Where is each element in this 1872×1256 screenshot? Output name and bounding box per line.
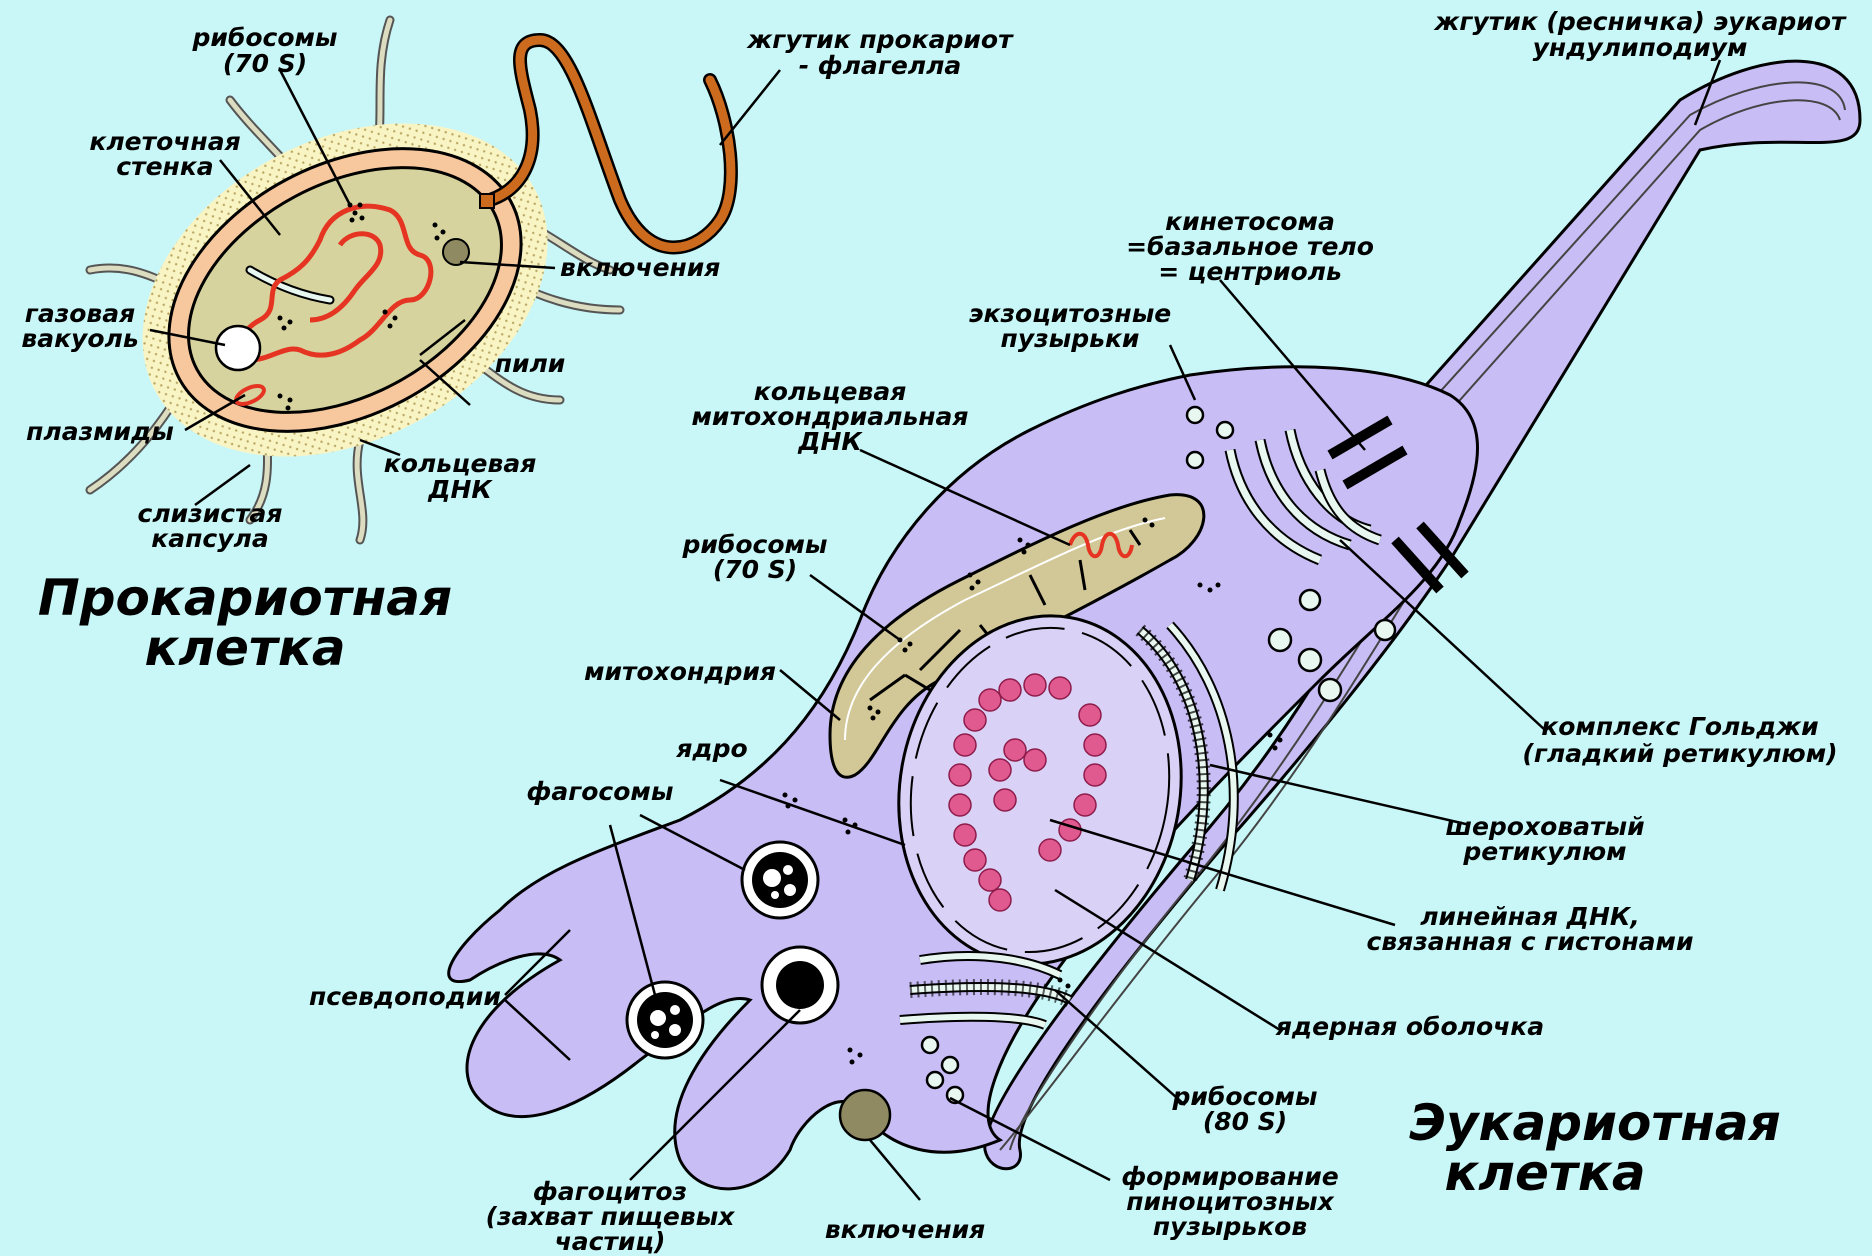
label-eukaryote-cilium: жгутик (ресничка) эукариот <box>1434 7 1847 36</box>
label-nuclear-envelope: ядерная оболочка <box>1275 1012 1544 1041</box>
label-rough-er-2: ретикулюм <box>1462 837 1626 866</box>
label-phagosomes: фагосомы <box>527 777 674 806</box>
label-ribosomes-70s: рибосомы <box>191 23 337 52</box>
label-capsule-2: капсула <box>151 524 268 553</box>
label-eukaryote-cilium-2: ундулиподиум <box>1533 33 1748 62</box>
eukaryote-cell <box>449 61 1860 1189</box>
label-mito-dna-3: ДНК <box>797 427 863 456</box>
label-golgi: комплекс Гольджи <box>1541 712 1818 741</box>
label-exocytosis-2: пузырьки <box>1001 324 1140 353</box>
label-prokaryote-flagellum-2: - флагелла <box>799 51 962 80</box>
label-eukaryote-inclusions: включения <box>825 1215 985 1244</box>
label-pseudopodia: псевдоподии <box>309 982 501 1011</box>
label-plasmids: плазмиды <box>26 417 174 446</box>
label-inclusions: включения <box>560 253 720 282</box>
label-circular-dna: кольцевая <box>384 449 537 478</box>
eukaryote-inclusion <box>840 1090 890 1140</box>
label-pili: пили <box>495 349 566 378</box>
label-linear-dna-2: связанная с гистонами <box>1367 927 1694 956</box>
label-gas-vacuole-2: вакуоль <box>21 324 138 353</box>
prokaryote-title-2: клетка <box>144 619 345 677</box>
label-cell-wall-2: стенка <box>116 152 213 181</box>
label-phagocytosis-3: частиц) <box>555 1227 666 1256</box>
gas-vacuole <box>216 326 260 370</box>
label-prokaryote-flagellum: жгутик прокариот <box>746 25 1014 54</box>
label-golgi-2: (гладкий ретикулюм) <box>1522 739 1837 768</box>
label-nucleus: ядро <box>675 734 747 763</box>
label-ribosomes-80s-2: (80 S) <box>1203 1107 1287 1136</box>
label-pinocytosis-3: пузырьков <box>1153 1212 1307 1241</box>
label-circular-dna-2: ДНК <box>427 475 493 504</box>
label-kinetosome-3: = центриоль <box>1158 257 1342 286</box>
label-ribosomes-70s-euk-2: (70 S) <box>713 555 797 584</box>
label-mitochondrion: митохондрия <box>584 657 776 686</box>
eukaryote-title-2: клетка <box>1444 1144 1645 1202</box>
label-ribosomes-70s-2: (70 S) <box>223 49 307 78</box>
